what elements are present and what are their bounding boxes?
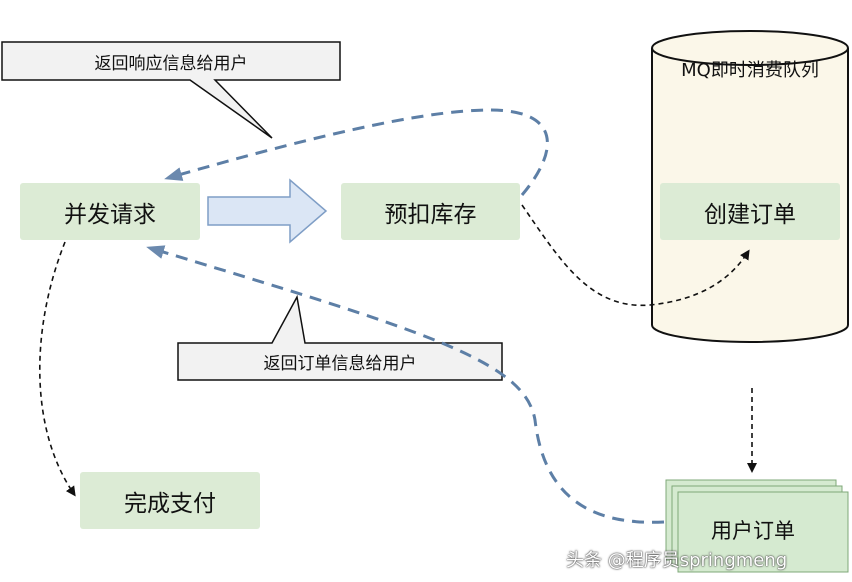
return-order-connector xyxy=(146,245,665,524)
callout-order-shape xyxy=(177,294,503,381)
user-order-stack xyxy=(665,479,849,573)
block-arrow xyxy=(207,178,328,244)
node-user-order: 用户订单 xyxy=(711,519,795,543)
node-concurrent-request: 并发请求 xyxy=(20,183,200,240)
mq-queue-label: MQ即时消费队列 xyxy=(681,60,819,81)
watermark: 头条 @程序员springmeng xyxy=(566,550,788,571)
node-deduct-stock: 预扣库存 xyxy=(341,183,520,240)
deduct-to-create-connector xyxy=(521,204,750,307)
node-create-order: 创建订单 xyxy=(660,183,840,240)
callout-return-response: 返回响应信息给用户 xyxy=(94,53,248,74)
request-to-payment-connector xyxy=(38,241,76,497)
node-complete-payment: 完成支付 xyxy=(80,472,260,529)
callout-response-shape xyxy=(1,41,341,139)
callout-return-order: 返回订单信息给用户 xyxy=(263,354,417,374)
